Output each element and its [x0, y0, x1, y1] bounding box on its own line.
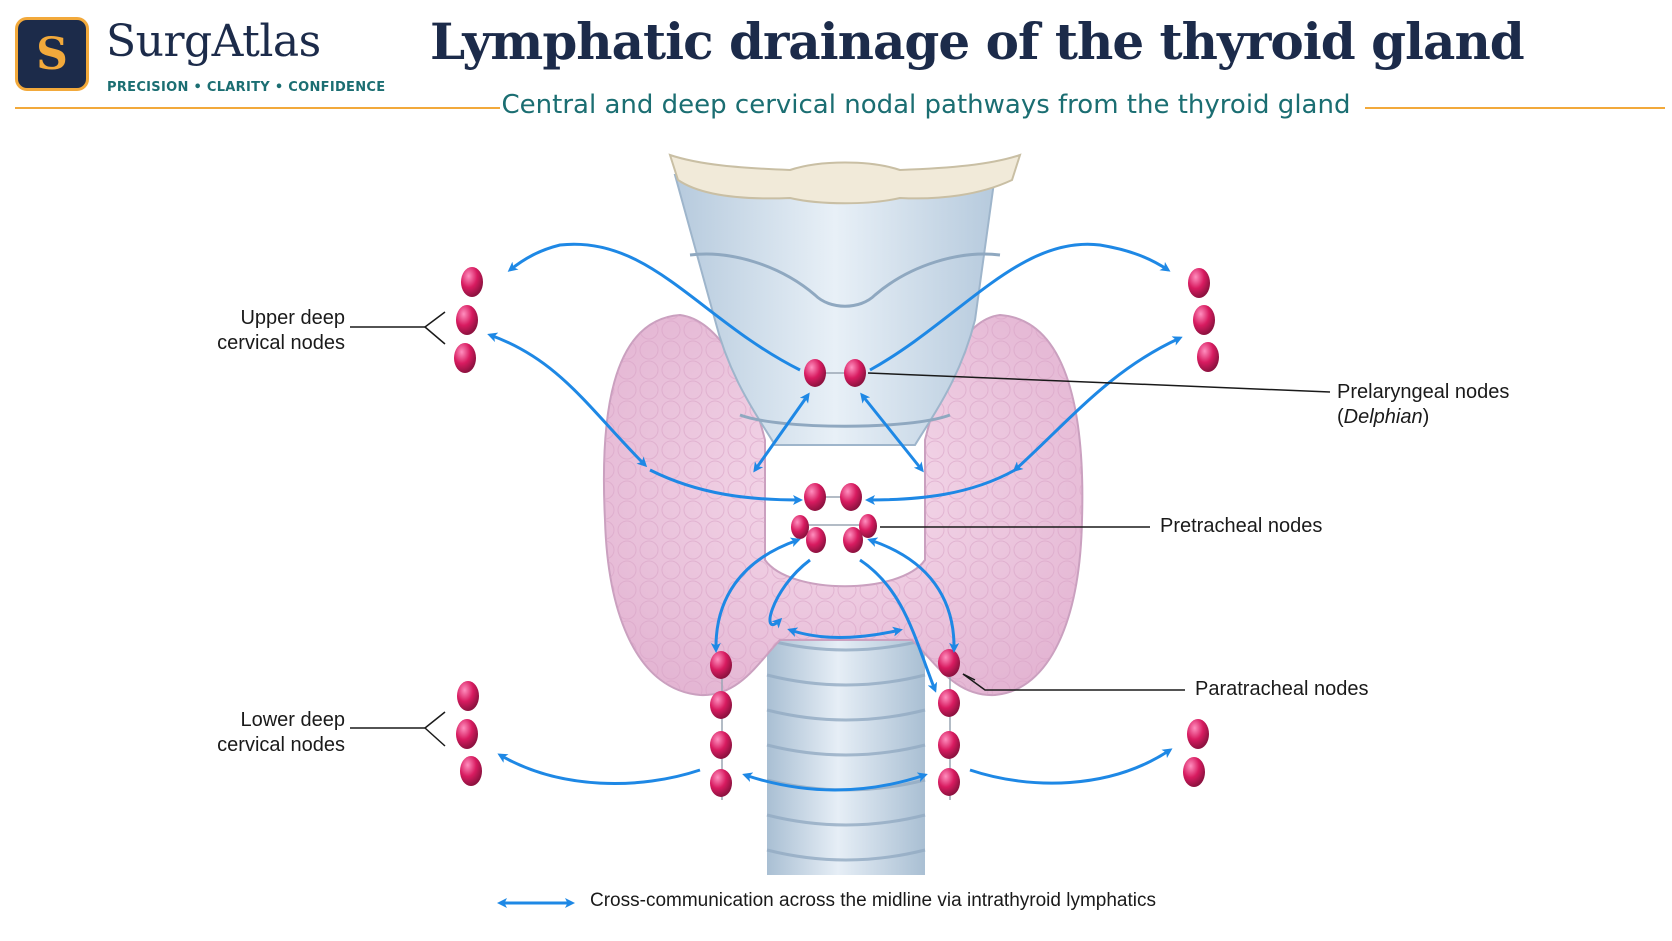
page-subtitle: Central and deep cervical nodal pathways…	[0, 90, 1672, 120]
lower-deep-nodes-right	[1183, 719, 1209, 787]
page-title: Lymphatic drainage of the thyroid gland	[430, 12, 1525, 71]
paratracheal-nodes-left	[710, 651, 732, 797]
label-upper-deep-line1: Upper deep	[240, 307, 345, 329]
label-lower-deep-cervical-nodes: Lower deep cervical nodes	[210, 708, 345, 758]
prelaryngeal-nodes	[804, 359, 866, 387]
upper-deep-nodes-left	[454, 267, 483, 373]
leader-lines	[350, 311, 1331, 747]
paratracheal-nodes-right	[938, 649, 960, 796]
label-paratracheal-nodes: Paratracheal nodes	[1195, 678, 1369, 700]
label-prelaryngeal-delphian: Delphian	[1343, 406, 1423, 428]
brand-tagline: PRECISION • CLARITY • CONFIDENCE	[107, 80, 386, 95]
upper-deep-nodes-right	[1188, 268, 1219, 372]
label-prelaryngeal-line2: (Delphian)	[1337, 405, 1509, 430]
logo-badge: S	[15, 17, 89, 91]
brand-name: SurgAtlas	[106, 16, 321, 67]
lower-deep-nodes-left	[456, 681, 482, 786]
header-rule-left	[15, 107, 500, 109]
label-pretracheal-nodes: Pretracheal nodes	[1160, 515, 1323, 537]
label-prelaryngeal-nodes: Prelaryngeal nodes (Delphian)	[1337, 380, 1509, 430]
drainage-arrows	[487, 242, 1183, 792]
lymph-nodes	[454, 267, 1219, 797]
legend-text: Cross-communication across the midline v…	[590, 890, 1156, 911]
label-lower-deep-line2: cervical nodes	[217, 734, 345, 756]
logo-letter: S	[36, 28, 68, 80]
header-rule-right	[1365, 107, 1665, 109]
label-upper-deep-cervical-nodes: Upper deep cervical nodes	[210, 306, 345, 356]
label-prelaryngeal-close-paren: )	[1422, 406, 1430, 428]
label-upper-deep-line2: cervical nodes	[217, 332, 345, 354]
label-prelaryngeal-open-paren: (	[1337, 406, 1344, 428]
label-prelaryngeal-line1: Prelaryngeal nodes	[1337, 381, 1510, 403]
pretracheal-nodes	[791, 483, 877, 553]
trachea	[766, 600, 926, 875]
label-lower-deep-line1: Lower deep	[240, 709, 345, 731]
page-subtitle-text: Central and deep cervical nodal pathways…	[501, 90, 1351, 120]
